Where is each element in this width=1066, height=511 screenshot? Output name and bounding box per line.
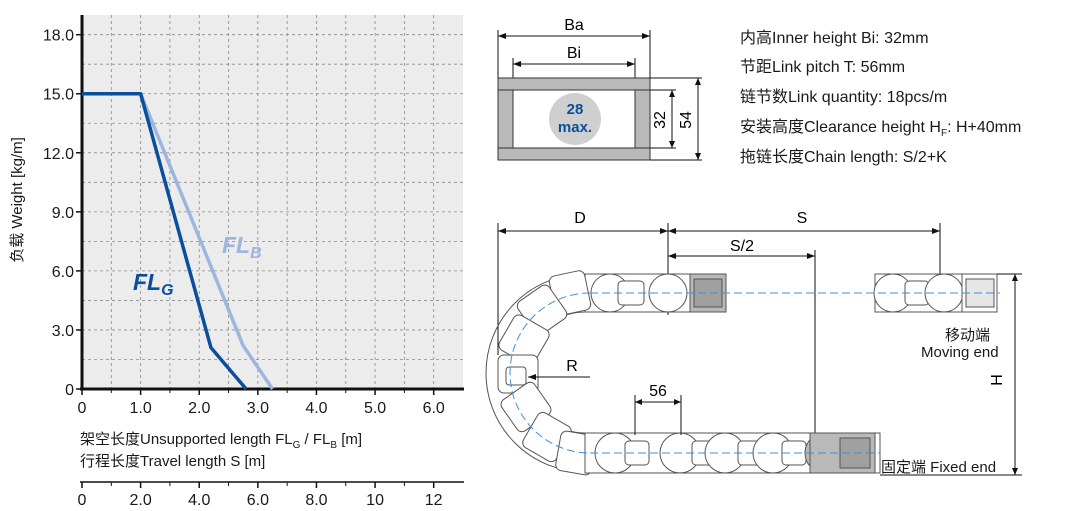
x2-tick-label: 12	[425, 492, 443, 509]
x2-ticks: 0 2.0 4.0 6.0 8.0 10 12	[78, 482, 443, 509]
fixed-end-label: 固定端 Fixed end	[881, 459, 997, 476]
y-tick-label: 0	[65, 382, 74, 399]
spec-inner-height: 内高Inner height Bi: 32mm	[740, 30, 929, 47]
x-tick-label: 4.0	[305, 400, 327, 417]
y-tick-label: 3.0	[52, 323, 74, 340]
y-tick-label: 12.0	[43, 146, 74, 163]
r-label: R	[566, 358, 578, 375]
moving-end-cn: 移动端	[945, 327, 991, 344]
x2-tick-label: 4.0	[188, 492, 210, 509]
spec-link-quantity: 链节数Link quantity: 18pcs/m	[740, 89, 948, 106]
x2-tick-label: 6.0	[247, 492, 269, 509]
y-tick-label: 9.0	[52, 205, 74, 222]
pitch-label: 56	[649, 383, 667, 400]
s2-label: S/2	[730, 238, 754, 255]
x-tick-label: 3.0	[247, 400, 269, 417]
x2-tick-label: 2.0	[129, 492, 151, 509]
series-label-flg: FLG	[133, 269, 174, 299]
chain-side-view: D S S/2	[485, 210, 1022, 476]
ba-label: Ba	[564, 17, 584, 34]
x-tick-label: 6.0	[423, 400, 445, 417]
y-tick-label: 15.0	[43, 87, 74, 104]
s-label: S	[797, 210, 808, 227]
series-line-flg	[82, 91, 248, 391]
bi-label: Bi	[567, 45, 581, 62]
x-axis-label: 架空长度Unsupported length FLG / FLB [m]	[80, 431, 363, 451]
y-tick-label: 18.0	[43, 28, 74, 45]
bend-chain-links	[485, 270, 597, 476]
cable-circle	[549, 93, 601, 145]
d-label: D	[574, 210, 586, 227]
spec-chain-length: 拖链长度Chain length: S/2+K	[740, 149, 947, 166]
x2-axis-label: 行程长度Travel length S [m]	[80, 453, 266, 470]
y-tick-label: 6.0	[52, 264, 74, 281]
outer-dim-label: 54	[678, 111, 695, 129]
x2-tick-label: 8.0	[305, 492, 327, 509]
x-tick-label: 5.0	[364, 400, 386, 417]
chart-ticks: 0 3.0 6.0 9.0 12.0 15.0 18.0 0 1.0 2.0 3.0 4.0 5.0 6.…	[43, 28, 445, 417]
moving-end-en: Moving end	[921, 344, 999, 361]
cable-max-text: max.	[558, 119, 592, 136]
cross-section-diagram: Ba Bi 28 max. 32 54	[497, 17, 702, 161]
spec-clearance-height: 安装高度Clearance height HF: H+40mm	[740, 119, 1022, 140]
upper-chain-links	[584, 273, 998, 313]
x2-tick-label: 0	[78, 492, 87, 509]
series-label-flb: FLB	[222, 232, 262, 262]
x-tick-label: 0	[78, 400, 87, 417]
chart-grid	[82, 15, 463, 389]
load-chart: 0 3.0 6.0 9.0 12.0 15.0 18.0 0 1.0 2.0 3.0 4.0 5.0 6.…	[9, 15, 464, 509]
spec-link-pitch: 节距Link pitch T: 56mm	[740, 59, 906, 76]
y-axis-label: 负载 Weight [kg/m]	[9, 137, 26, 263]
x-tick-label: 2.0	[188, 400, 210, 417]
x2-tick-label: 10	[366, 492, 384, 509]
x-tick-label: 1.0	[129, 400, 151, 417]
chart-series	[82, 91, 274, 391]
bend-centerline	[509, 292, 591, 454]
inner-dim-label: 32	[652, 111, 669, 129]
cable-max-number: 28	[567, 101, 584, 118]
plot-area	[82, 15, 463, 389]
h-label: H	[989, 374, 1006, 386]
